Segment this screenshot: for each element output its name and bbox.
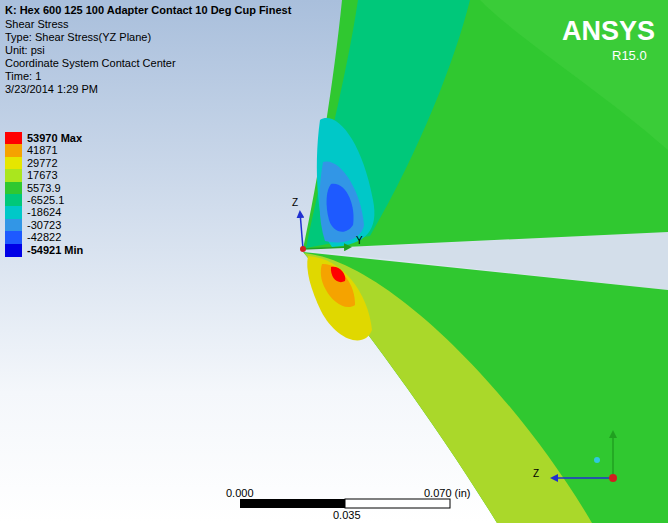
legend-swatch [5,194,22,207]
version-text: R15.0 [612,48,647,63]
contour-band [480,0,668,150]
legend-value: 17673 [27,169,58,182]
legend-value: -42822 [27,231,61,244]
scale-label: 0.070 (in) [424,487,470,500]
axis-dot [594,457,600,463]
axis-arrow [303,247,350,249]
axis-label: Z [292,196,298,209]
contour-band [304,253,592,523]
unit-note: Unit: psi [5,44,45,57]
plot-title: K: Hex 600 125 100 Adapter Contact 10 De… [5,4,291,17]
legend-value: 53970 Max [27,132,82,145]
contour-band [317,118,375,247]
origin-dot [609,474,617,482]
legend-swatch [5,157,22,170]
legend-swatch [5,132,22,145]
origin-dot [300,246,306,252]
result-type: Type: Shear Stress(YZ Plane) [5,31,151,44]
legend-swatch [5,144,22,157]
time-note: Time: 1 [5,70,41,83]
axis-arrow [300,212,303,249]
legend-value: -54921 Min [27,244,83,257]
legend-swatch [5,244,22,257]
legend-swatch [5,169,22,182]
contour-band [327,184,354,232]
axis-arrow [612,432,614,478]
legend-value: 41871 [27,144,58,157]
upper-body [303,0,668,249]
logo-text: ANSYS [562,16,655,46]
legend-value: 5573.9 [27,182,61,195]
scale-label: 0.035 [333,509,361,522]
date-stamp: 3/23/2014 1:29 PM [5,83,98,96]
contour-band [321,264,355,307]
legend-swatch [5,231,22,244]
axis-label: Y [356,234,363,247]
axis-arrow [552,477,613,479]
contour-band [331,267,345,282]
contour-band [307,256,372,340]
legend-value: 29772 [27,157,58,170]
lower-body [303,252,668,523]
contour-band [306,0,470,248]
result-name: Shear Stress [5,18,69,31]
legend-value: -18624 [27,206,61,219]
coordinate-note: Coordinate System Contact Center [5,57,176,70]
scale-bar [345,499,450,508]
legend-swatch [5,219,22,232]
scale-label: 0.000 [226,487,254,500]
axis-label: Z [533,467,539,480]
legend-swatch [5,182,22,195]
contour-band [319,161,364,242]
scale-bar [240,499,345,508]
legend-value: -30723 [27,219,61,232]
legend-swatch [5,206,22,219]
legend-value: -6525.1 [27,194,64,207]
